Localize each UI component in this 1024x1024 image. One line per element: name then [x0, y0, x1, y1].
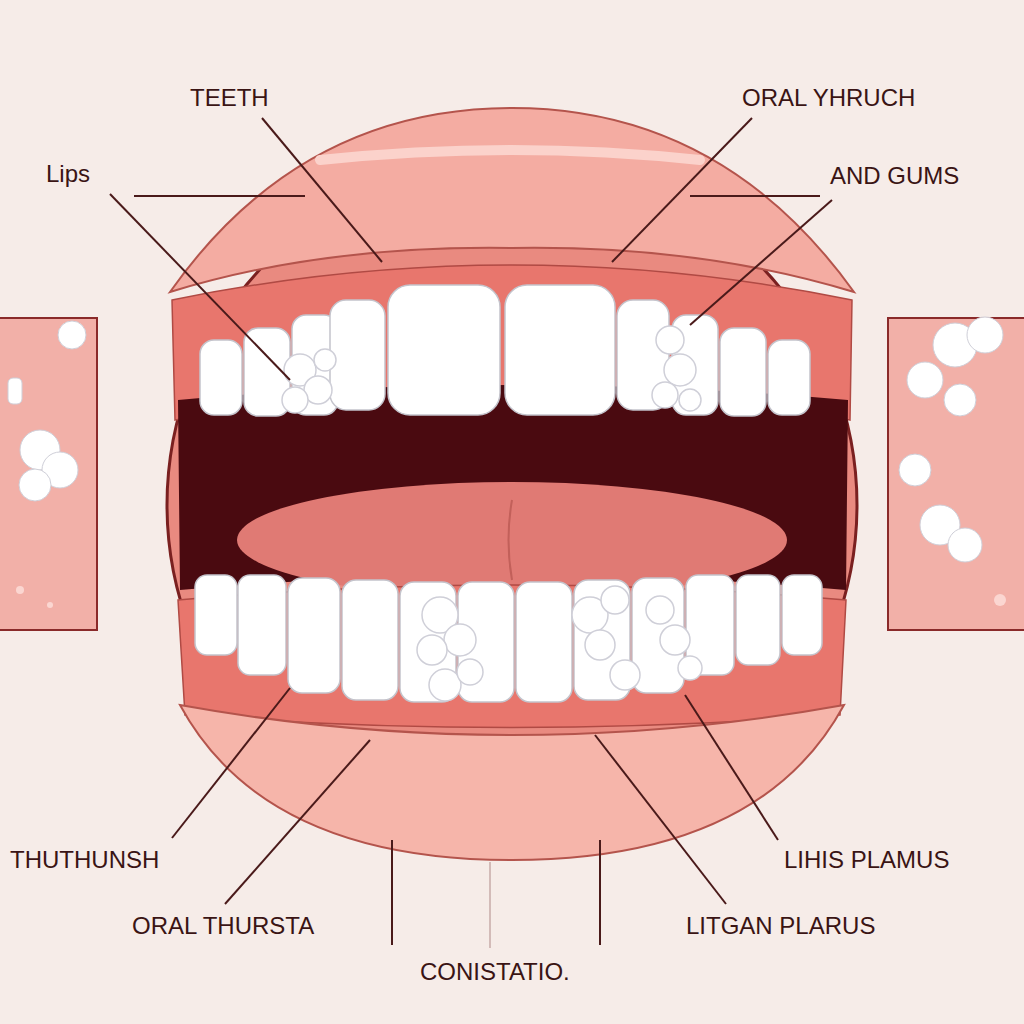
part-label: ORAL THURSTA — [130, 912, 316, 940]
part-label: CONISTATIO. — [418, 958, 572, 986]
thrush-patch — [282, 326, 702, 701]
part-label: Lips — [44, 160, 92, 188]
part-label: TEETH — [188, 84, 271, 112]
part-label: ORAL YHRUCH — [740, 84, 917, 112]
part-label: AND GUMS — [828, 162, 961, 190]
side-panel — [888, 317, 1024, 630]
part-label: THUTHUNSH — [8, 846, 161, 874]
part-label: LIHIS PLAMUS — [782, 846, 951, 874]
side-panel — [0, 318, 97, 630]
part-label: LITGAN PLARUS — [684, 912, 877, 940]
leader-line — [110, 118, 832, 948]
